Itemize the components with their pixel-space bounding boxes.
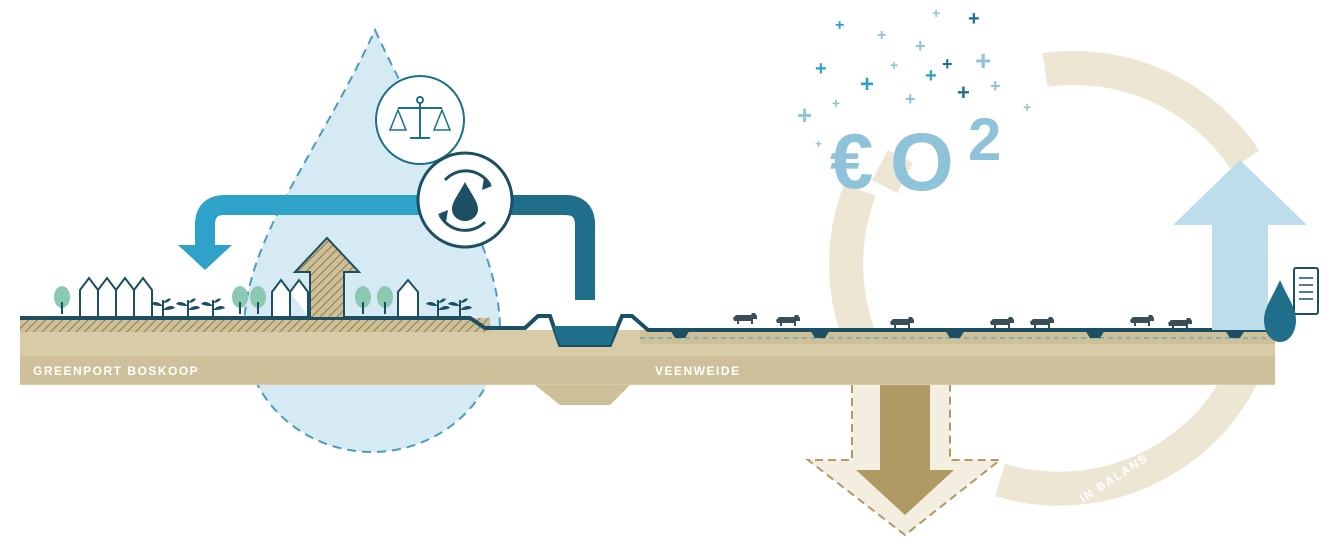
plus-icon: + — [975, 45, 991, 76]
plus-icon: + — [832, 95, 840, 111]
crop-plant-icon — [201, 298, 225, 316]
co2-badge: € O 2 — [830, 106, 1001, 208]
co2-letter: O — [890, 117, 954, 208]
plus-icon: + — [932, 5, 940, 21]
plus-icon: + — [877, 27, 886, 44]
plus-icon: + — [925, 65, 937, 87]
plus-icon: + — [835, 17, 844, 34]
plus-icon: + — [1023, 99, 1031, 115]
crop-plant-icon — [176, 298, 200, 316]
cow-icon — [733, 313, 757, 324]
plus-icon: + — [797, 100, 812, 130]
plus-icon: + — [815, 58, 827, 80]
cow-icon — [776, 315, 800, 326]
plus-icon: + — [957, 80, 970, 105]
co2-superscript: 2 — [968, 106, 1001, 173]
crop-plant-icon — [151, 298, 175, 316]
tree-icon — [54, 286, 70, 314]
cow-icon — [990, 317, 1014, 328]
region-label-veenweide: VEENWEIDE — [655, 364, 741, 378]
plus-icon: + — [815, 137, 822, 151]
subsidence-arrow — [808, 385, 1000, 535]
water-drop-icon — [1264, 280, 1296, 342]
cow-icon — [890, 317, 914, 328]
canal-water — [553, 326, 617, 345]
water-cycle-icon — [418, 153, 512, 247]
plus-icon: + — [860, 71, 874, 98]
cow-icon — [1168, 318, 1192, 329]
cows — [733, 313, 1192, 329]
plus-icon: + — [942, 54, 953, 74]
region-label-greenport: GREENPORT BOSKOOP — [33, 364, 199, 378]
greenhouse-icon — [80, 278, 152, 316]
cow-icon — [1130, 315, 1154, 326]
plus-icon: + — [905, 89, 916, 109]
cow-icon — [1030, 317, 1054, 328]
plus-icon: + — [890, 57, 898, 73]
plus-icon: + — [990, 76, 1001, 96]
plus-icon: + — [968, 8, 980, 30]
plus-icon: + — [915, 36, 926, 56]
water-level-gauge-icon — [1294, 268, 1318, 314]
co2-euro-glyph: € — [830, 117, 873, 205]
scales-icon — [376, 76, 464, 164]
